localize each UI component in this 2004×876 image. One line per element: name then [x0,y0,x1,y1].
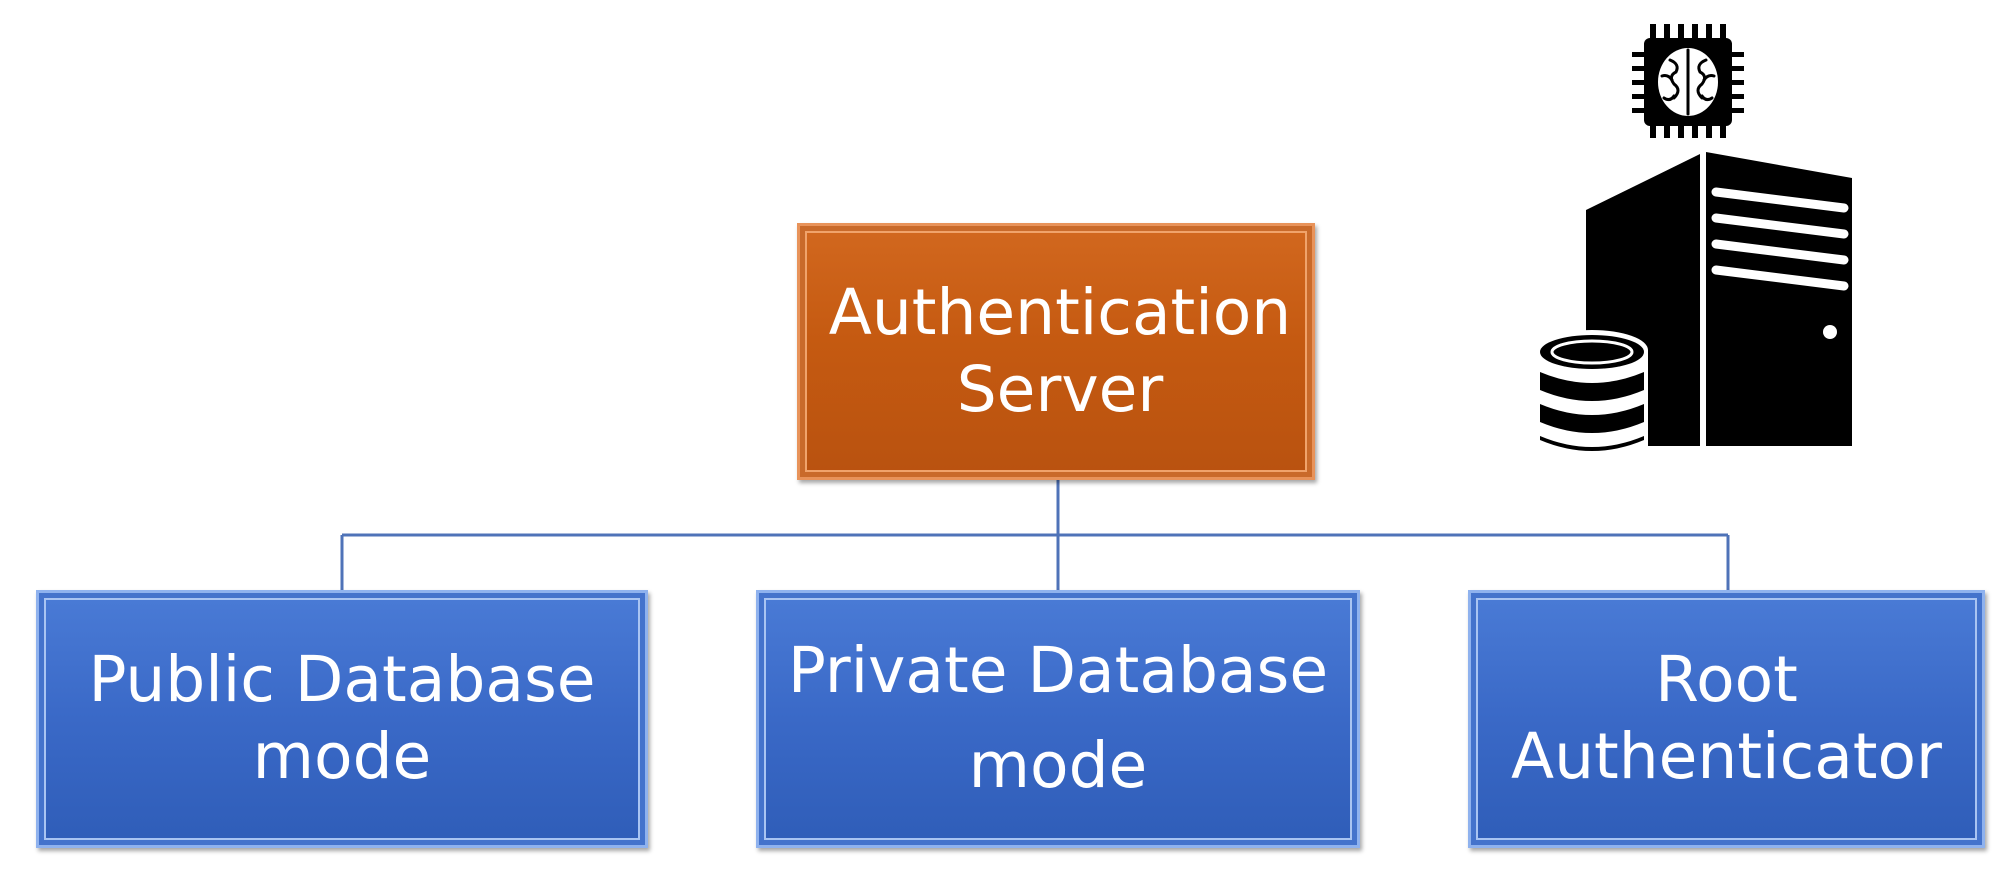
root-label-line-2: Server [956,352,1164,426]
private-label-line-1: Private Database [787,634,1329,708]
public-label-line-2: mode [252,720,432,793]
brain-icon [1658,48,1718,116]
root-auth-label-line-1: Root [1655,643,1798,717]
root-authenticator-node: Root Authenticator [1468,590,1985,848]
public-label-line-1: Public Database [88,643,596,717]
root-label-line-1: Authentication [828,275,1292,349]
ai-chip-server-database-icon [1530,20,1860,466]
ai-chip-icon [1632,24,1744,138]
authentication-server-node: Authentication Server [797,223,1315,480]
public-database-mode-node: Public Database mode [36,590,648,848]
root-auth-label-line-2: Authenticator [1511,720,1942,793]
private-label-line-2: mode [968,729,1148,802]
database-icon [1536,330,1648,466]
server-tower-icon [1586,152,1852,446]
private-database-mode-node: Private Database mode [756,590,1360,848]
